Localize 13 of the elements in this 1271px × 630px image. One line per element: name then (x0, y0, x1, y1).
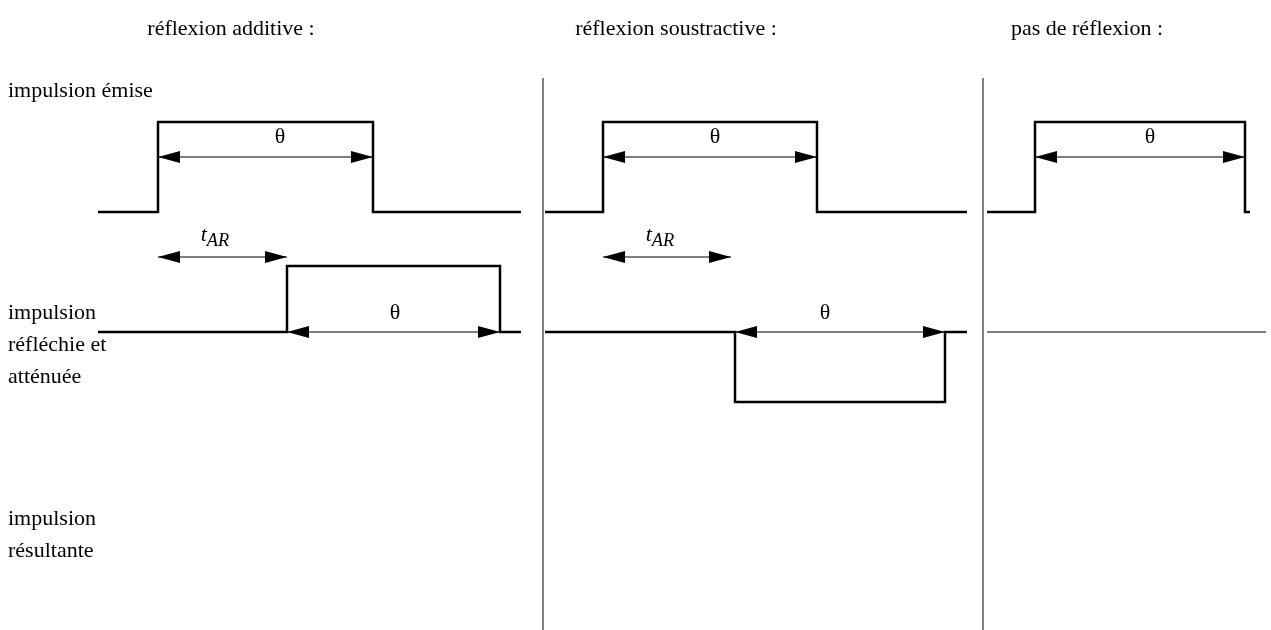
row-label: impulsion résultante (8, 504, 97, 564)
row-label: impulsion réfléchie et atténuée (8, 298, 108, 390)
dimension-label: t$_{AR}$ (645, 220, 675, 253)
row-label: impulsion émise (8, 76, 153, 104)
column-heading: réflexion soustractive : (575, 14, 777, 42)
dimension-label: θ (709, 122, 721, 150)
dimension-label: t$_{AR}$ (200, 220, 230, 253)
column-heading: pas de réflexion : (1010, 14, 1164, 42)
dimension-label: θ (819, 298, 831, 326)
dimension-label: θ (389, 298, 401, 326)
dimension-label: θ (274, 122, 286, 150)
dimension-label: θ (1144, 122, 1156, 150)
column-heading: réflexion additive : (147, 14, 315, 42)
